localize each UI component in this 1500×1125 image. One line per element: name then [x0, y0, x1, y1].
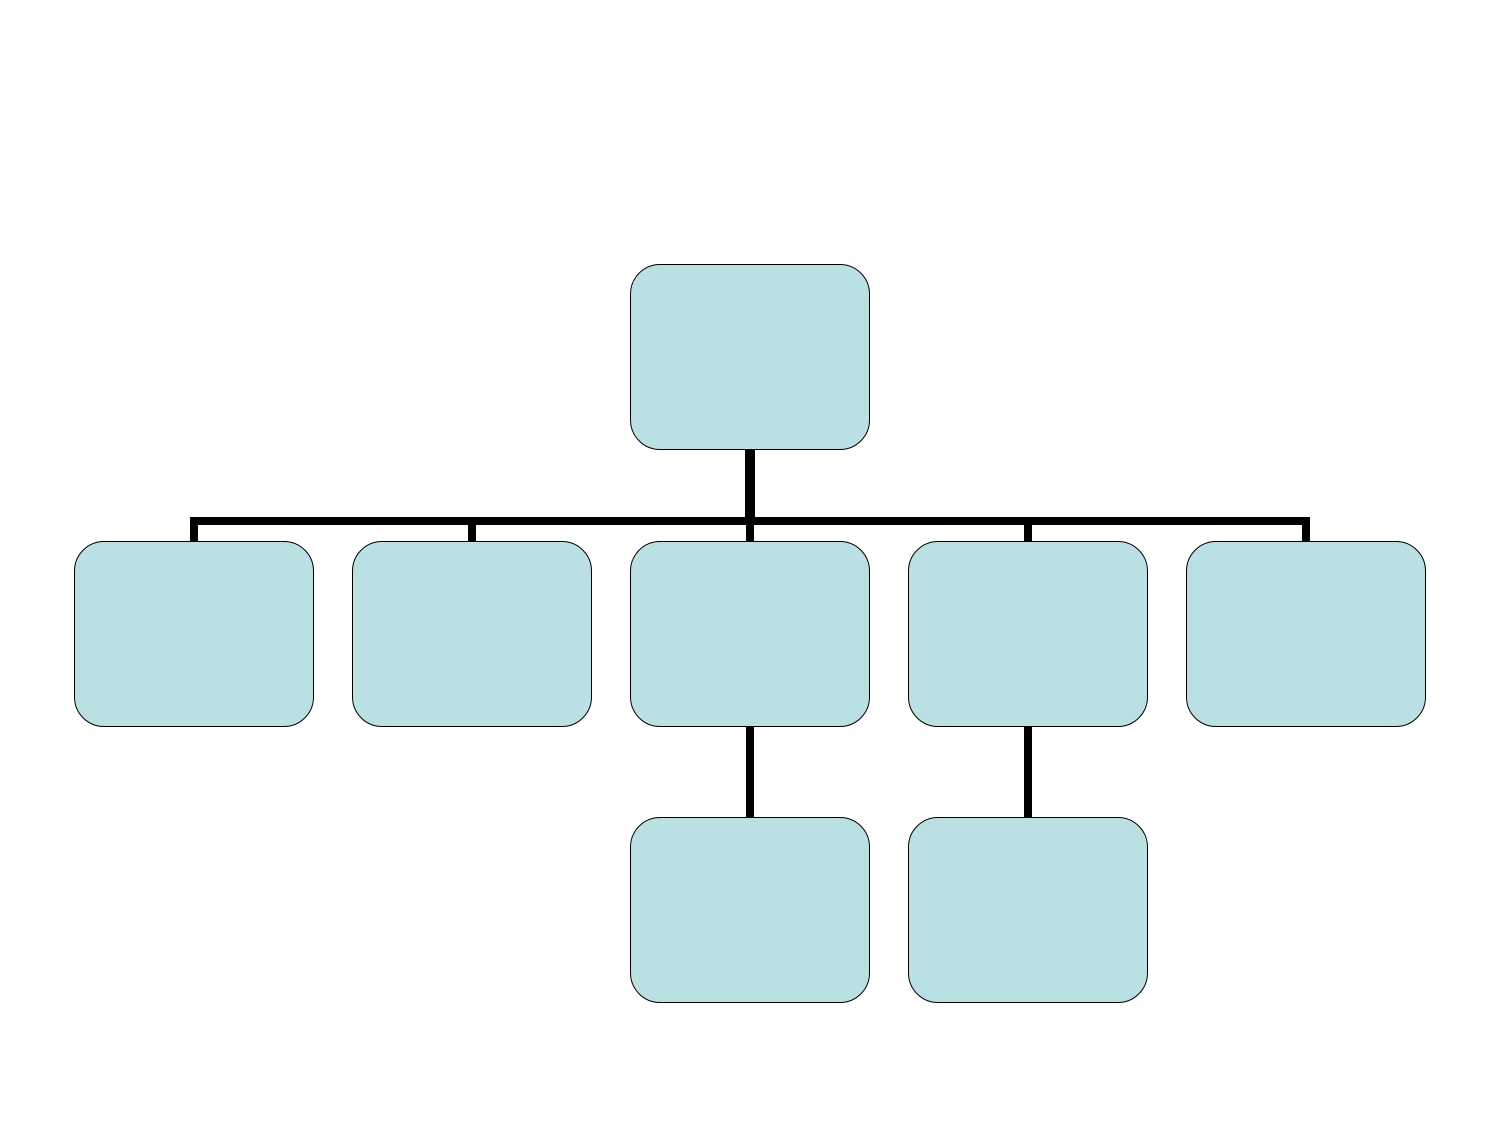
- level2-1-connector-drop: [190, 517, 198, 541]
- org-node-level2-5[interactable]: [1186, 541, 1426, 727]
- org-node-level2-1[interactable]: [74, 541, 314, 727]
- org-node-level3-2[interactable]: [908, 817, 1148, 1003]
- org-node-level2-3[interactable]: [630, 541, 870, 727]
- level3-2-connector-vertical: [1024, 725, 1032, 818]
- level3-1-connector-vertical: [746, 725, 754, 818]
- root-connector-vertical: [745, 449, 755, 525]
- org-node-level2-2[interactable]: [352, 541, 592, 727]
- level2-4-connector-drop: [1024, 517, 1032, 541]
- org-node-level3-1[interactable]: [630, 817, 870, 1003]
- level2-5-connector-drop: [1302, 517, 1310, 541]
- level2-3-connector-drop: [746, 517, 754, 541]
- level2-2-connector-drop: [468, 517, 476, 541]
- org-node-level2-4[interactable]: [908, 541, 1148, 727]
- org-node-root[interactable]: [630, 264, 870, 450]
